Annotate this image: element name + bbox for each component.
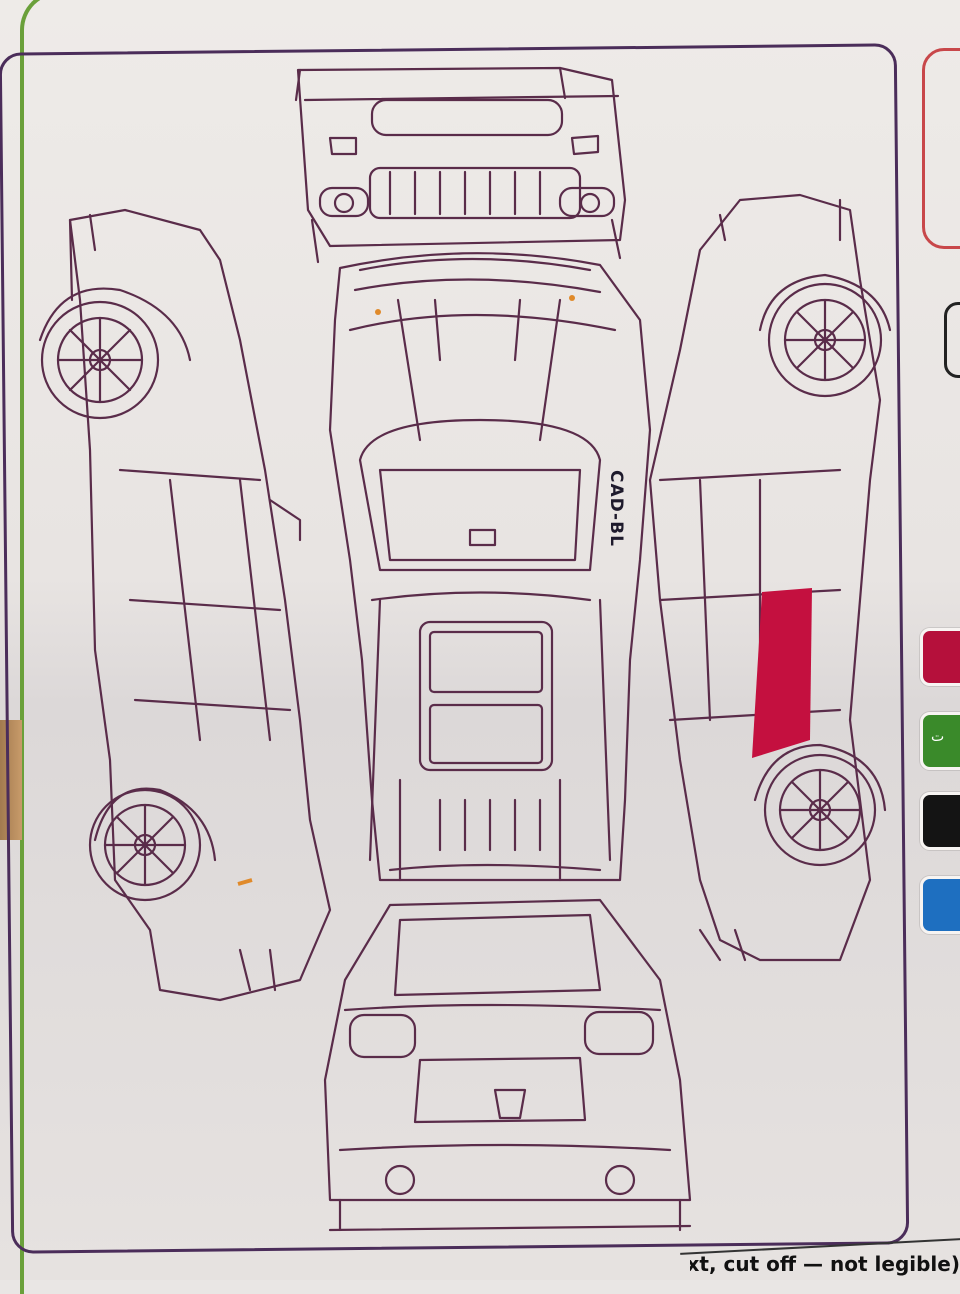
- car-top-view: [328, 252, 652, 882]
- legend-second-box: [944, 302, 960, 378]
- legend-swatch-blue: [920, 876, 960, 934]
- legend-swatch-red: [920, 628, 960, 686]
- legend-swatch-black: [920, 792, 960, 850]
- car-rear-view: [323, 898, 692, 1232]
- form-green-border: [20, 0, 960, 1294]
- car-front-view: [294, 66, 627, 264]
- damage-mark-right-rear-door: [752, 588, 812, 758]
- diagram-code-label: CAD-BL: [606, 470, 626, 547]
- background-surface: [0, 720, 22, 840]
- legend-swatch-green: ت: [920, 712, 960, 770]
- legend-top-box: [922, 48, 960, 249]
- car-left-side-view: [38, 208, 332, 1002]
- legend-label-green: ت: [931, 729, 945, 745]
- footer-partial-text: (partial Arabic text, cut off — not legi…: [690, 1252, 960, 1276]
- car-right-side-view: [648, 193, 892, 962]
